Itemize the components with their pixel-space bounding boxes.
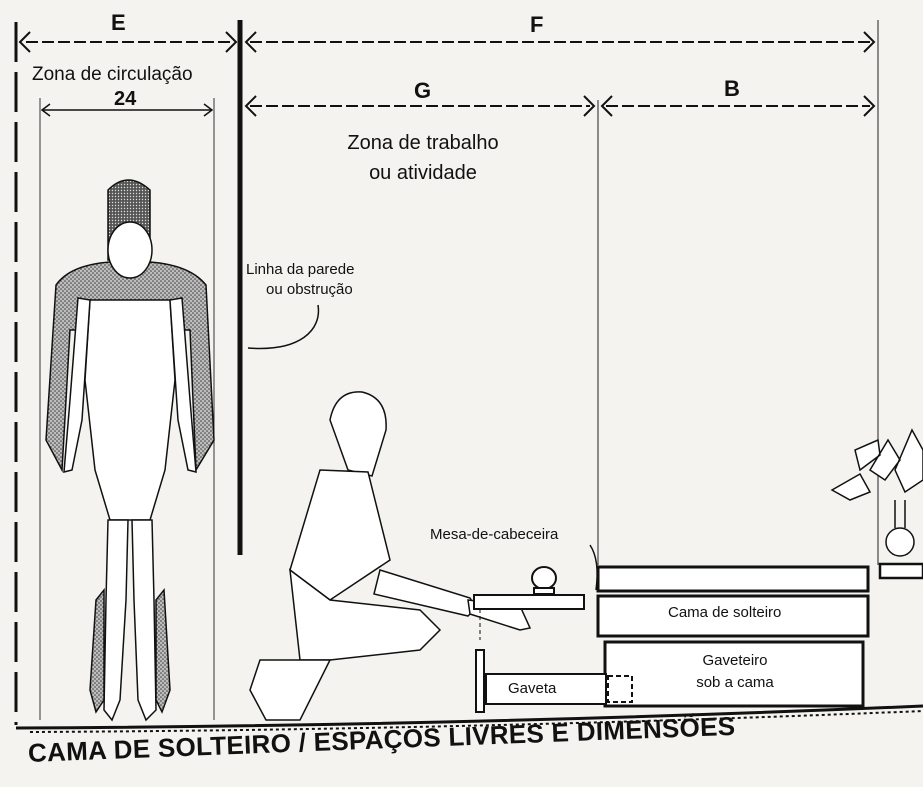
floor-line bbox=[15, 704, 923, 730]
under-bed-line2: sob a cama bbox=[696, 674, 774, 691]
drawer bbox=[475, 649, 633, 713]
dimension-g-label: G bbox=[414, 78, 432, 103]
work-zone-line1: Zona de trabalho bbox=[347, 132, 499, 154]
nightstand-leader bbox=[589, 544, 598, 591]
dimension-g-arrow bbox=[244, 95, 596, 117]
bed-mattress bbox=[596, 565, 870, 593]
under-bed-line1: Gaveteiro bbox=[702, 652, 768, 669]
work-zone-line2: ou atividade bbox=[369, 162, 477, 184]
dimension-f-label: F bbox=[530, 12, 544, 37]
dimension-f-arrow bbox=[244, 31, 876, 53]
dimension-b-label: B bbox=[724, 76, 740, 101]
bed-label: Cama de solteiro bbox=[668, 604, 782, 621]
dimension-24-label: 24 bbox=[114, 88, 137, 110]
under-bed-drawer-unit bbox=[603, 640, 865, 708]
under-bed-drawer-label: Gaveteiro sob a cama bbox=[660, 650, 810, 694]
wall-note-line1: Linha da parede bbox=[246, 261, 355, 278]
dimension-24-arrow bbox=[40, 103, 214, 117]
wall-note: Linha da parede ou obstrução bbox=[246, 260, 354, 300]
dimension-b-arrow bbox=[600, 95, 876, 117]
nightstand-label: Mesa-de-cabeceira bbox=[430, 526, 559, 543]
wall-note-leader bbox=[247, 304, 320, 350]
dimension-e-arrow bbox=[18, 31, 238, 53]
drawer-label: Gaveta bbox=[508, 680, 557, 697]
floor-texture bbox=[29, 710, 923, 733]
nightstand bbox=[473, 566, 585, 640]
standing-figure bbox=[45, 179, 215, 722]
crouching-figure bbox=[249, 391, 532, 721]
wall-note-line2: ou obstrução bbox=[266, 281, 353, 298]
dimension-e-label: E bbox=[111, 10, 126, 35]
plant-side-table bbox=[830, 428, 923, 580]
bed-frame bbox=[596, 594, 870, 638]
work-zone-label: Zona de trabalho ou atividade bbox=[318, 128, 528, 188]
circulation-zone-label: Zona de circulação bbox=[32, 64, 193, 85]
